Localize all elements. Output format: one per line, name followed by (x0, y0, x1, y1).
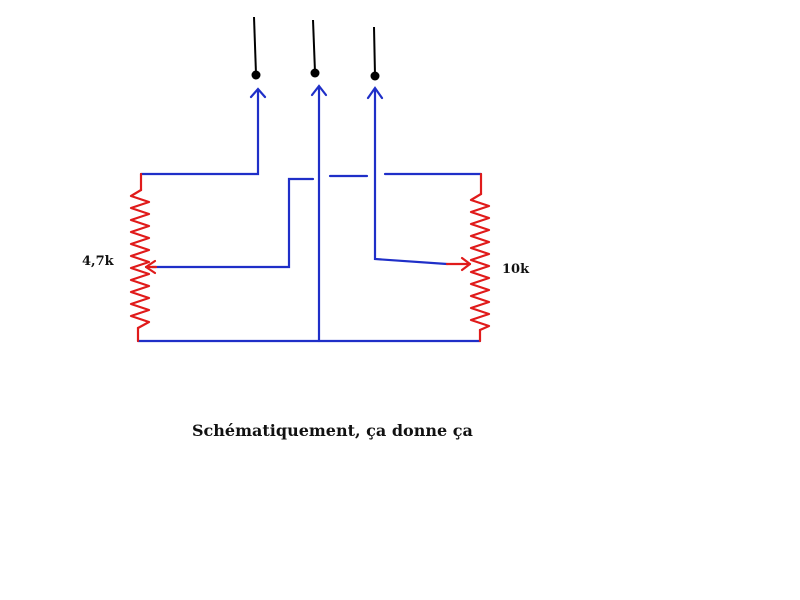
resistor-left-value: 4,7k (82, 254, 114, 269)
blue-wiring (136, 84, 483, 343)
resistor-icon (129, 188, 151, 330)
terminal-middle (310, 19, 320, 78)
resistor-right (445, 172, 491, 343)
terminal-leads (251, 16, 380, 81)
arrow-icon (310, 84, 328, 97)
wire-left-top (139, 88, 260, 176)
potentiometer-wiper-icon (460, 256, 472, 272)
wire-left-wiper (150, 177, 315, 269)
terminal-right (370, 26, 380, 81)
arrow-icon (249, 87, 267, 99)
lead-wire-right (373, 26, 376, 76)
terminal-dot-icon (310, 68, 320, 78)
arrow-icon (366, 86, 384, 100)
terminal-dot-icon (251, 70, 261, 80)
resistor-icon (469, 192, 491, 332)
wire-right-wiper (373, 88, 449, 266)
terminal-left (251, 16, 261, 80)
resistor-right-value: 10k (502, 262, 530, 277)
lead-wire-left (253, 16, 257, 75)
terminal-dot-icon (370, 71, 380, 81)
resistor-left (129, 172, 158, 343)
lead-wire-middle (312, 19, 316, 73)
caption: Schématiquement, ça donne ça (192, 421, 473, 440)
